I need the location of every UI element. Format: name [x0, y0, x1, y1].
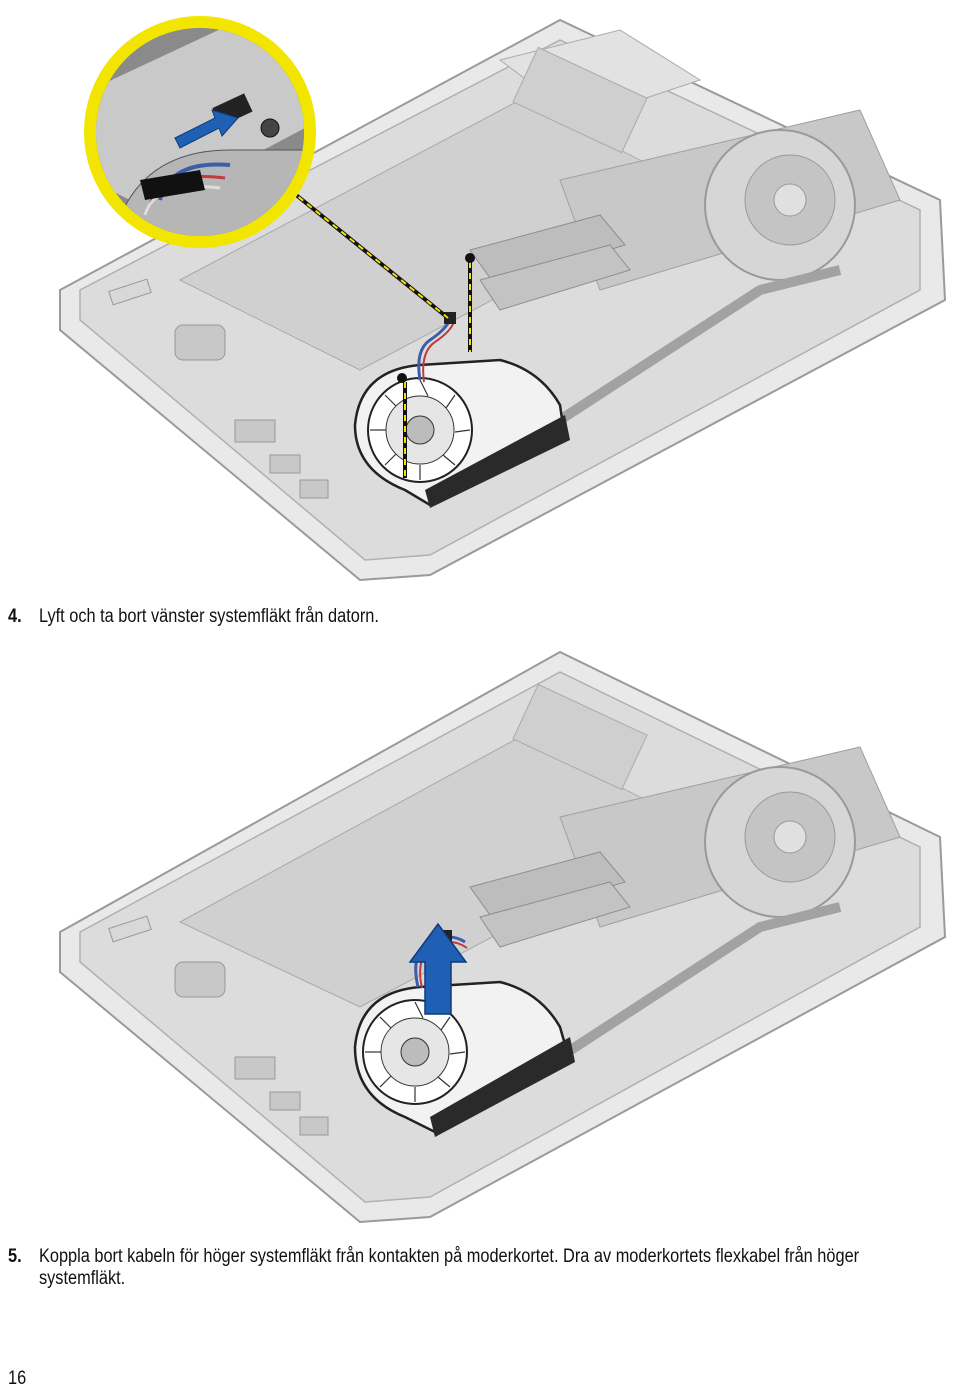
- lift-up-arrow-icon: [408, 922, 468, 1015]
- screw-indicators: [397, 253, 475, 478]
- laptop-base-illustration: [59, 18, 947, 582]
- left-system-fan: [353, 930, 575, 1137]
- laptop-base-illustration: [59, 650, 947, 1224]
- left-system-fan: [353, 312, 570, 508]
- figure-fan-removal-screws: [0, 0, 960, 590]
- page-number: 16: [8, 1368, 27, 1389]
- step-5: 5. Koppla bort kabeln för höger systemflä…: [8, 1246, 945, 1290]
- zoom-callout: [84, 16, 316, 248]
- step-text-continuation: systemfläkt.: [38, 1268, 126, 1289]
- figure-fan-lift: [0, 642, 960, 1227]
- step-number: 4.: [8, 606, 22, 627]
- step-text: Lyft och ta bort vänster systemfläkt frå…: [38, 606, 379, 627]
- step-4: 4. Lyft och ta bort vänster systemfläkt f…: [8, 606, 808, 628]
- step-number: 5.: [8, 1246, 22, 1267]
- step-text: Koppla bort kabeln för höger systemfläkt…: [38, 1246, 860, 1267]
